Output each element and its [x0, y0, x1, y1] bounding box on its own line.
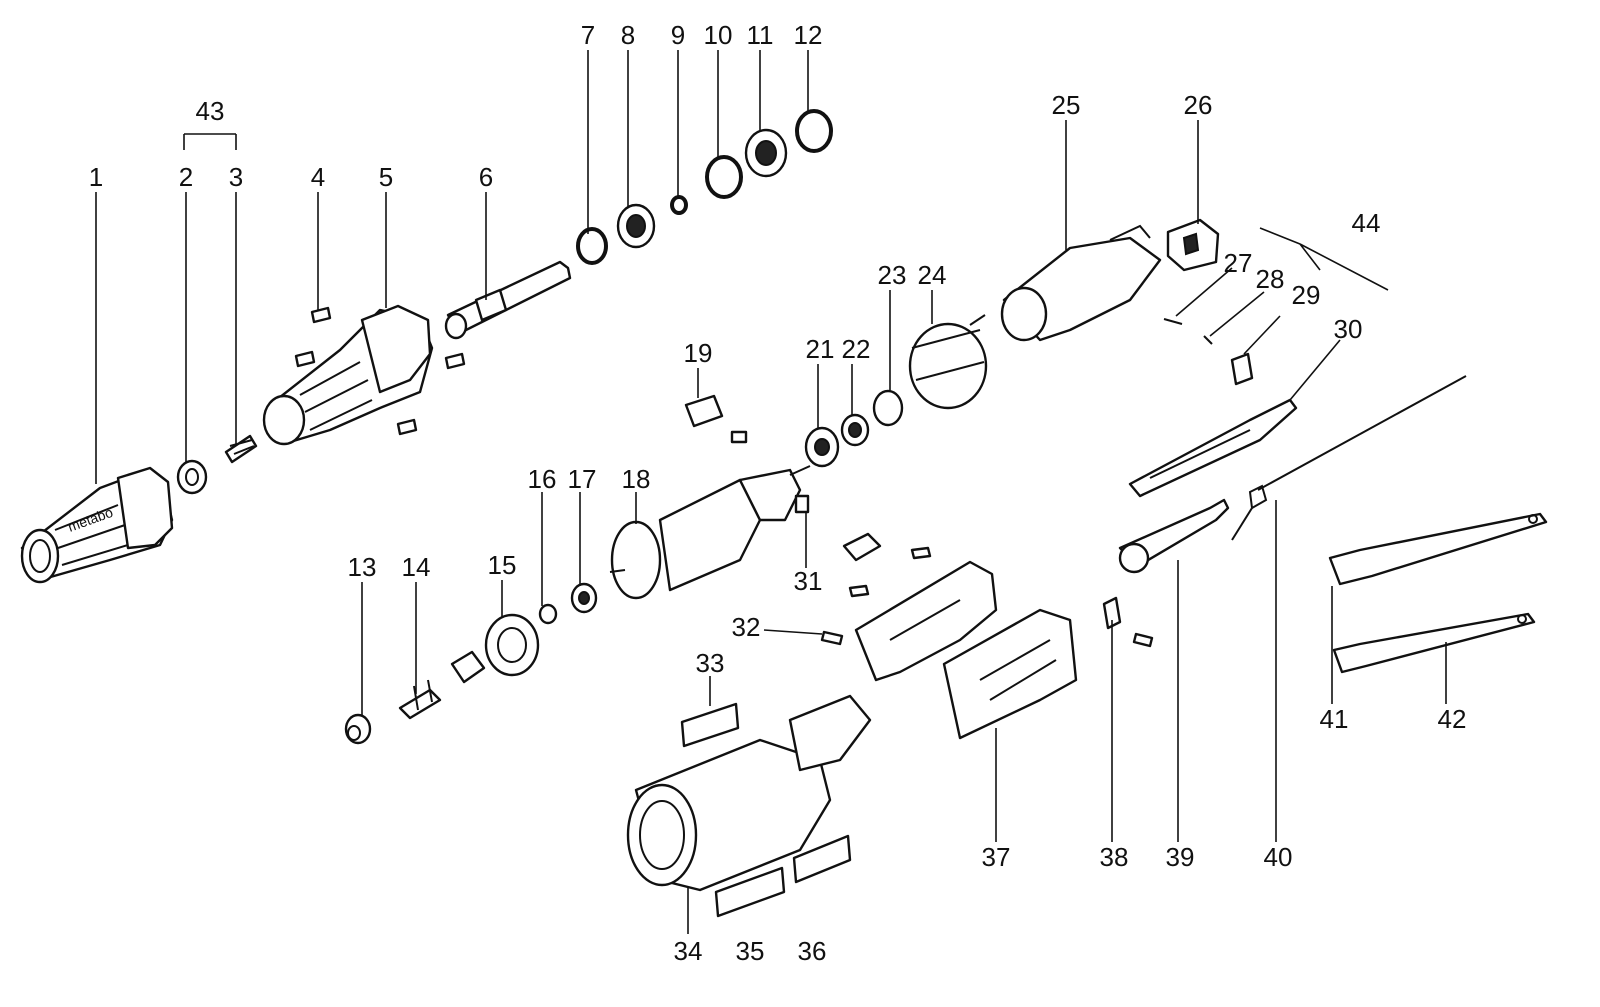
part-35-label: [714, 866, 786, 918]
part-housing-half-shell: [854, 560, 998, 682]
label-43: 43: [196, 96, 225, 126]
label-21: 21: [806, 334, 835, 364]
part-6-spindle: [444, 260, 572, 340]
part-21-bearing: [804, 426, 840, 468]
label-33: 33: [696, 648, 725, 678]
part-37-rear-housing: [942, 608, 1078, 740]
label-24: 24: [918, 260, 947, 290]
label-31: 31: [794, 566, 823, 596]
leader-lines: [95, 50, 1447, 934]
label-37: 37: [982, 842, 1011, 872]
part-brush-cap: [450, 650, 486, 684]
label-40: 40: [1264, 842, 1293, 872]
part-25-field-coil: [1000, 224, 1162, 342]
label-27: 27: [1224, 248, 1253, 278]
part-40-pin-wrench: [1231, 375, 1467, 541]
label-9: 9: [671, 20, 685, 50]
part-14-brush-holder: [398, 679, 442, 720]
label-14: 14: [402, 552, 431, 582]
label-42: 42: [1438, 704, 1467, 734]
label-13: 13: [348, 552, 377, 582]
part-4-screw: [310, 306, 332, 324]
part-42-wrench-small: [1332, 612, 1536, 674]
part-screw-5a: [294, 350, 316, 368]
part-24-fan-baffle: [908, 314, 988, 410]
part-30-switch-rod: [1128, 398, 1298, 498]
part-15-bearing-plate: [484, 613, 540, 677]
label-22: 22: [842, 334, 871, 364]
label-12: 12: [794, 20, 823, 50]
label-4: 4: [311, 162, 325, 192]
part-16-sleeve: [538, 603, 558, 625]
label-23: 23: [878, 260, 907, 290]
part-13-bushing: [344, 713, 372, 745]
label-16: 16: [528, 464, 557, 494]
part-27-pin: [1163, 318, 1183, 325]
label-44: 44: [1352, 208, 1381, 238]
part-8-bearing: [616, 203, 656, 249]
part-19-brush-holder: [684, 394, 724, 428]
part-39-handle: [1118, 498, 1230, 574]
part-23-ring: [872, 389, 904, 427]
label-36: 36: [798, 936, 827, 966]
part-31-screws: [842, 532, 932, 598]
part-26-switch: [1166, 218, 1220, 272]
label-29: 29: [1292, 280, 1321, 310]
part-screw-5c: [444, 352, 466, 370]
label-1: 1: [89, 162, 103, 192]
part-number-labels: 1 43 2 3 4 5 6 7 8 9 10 11 12 25 26 44 2…: [89, 20, 1467, 966]
part-29-lever: [1230, 352, 1254, 386]
part-brush-carbon-a: [730, 430, 748, 444]
label-38: 38: [1100, 842, 1129, 872]
part-11-bearing: [744, 128, 788, 178]
label-39: 39: [1166, 842, 1195, 872]
part-3-collet: [224, 434, 258, 464]
part-18-armature: [609, 465, 811, 600]
label-18: 18: [622, 464, 651, 494]
part-41-wrench-large: [1328, 512, 1548, 586]
label-26: 26: [1184, 90, 1213, 120]
label-15: 15: [488, 550, 517, 580]
part-1-nose-cap: metabo: [20, 466, 174, 584]
label-10: 10: [704, 20, 733, 50]
part-32-screw: [820, 630, 844, 646]
label-8: 8: [621, 20, 635, 50]
part-brush-carbon-b: [794, 494, 810, 514]
label-11: 11: [747, 20, 774, 50]
part-36-label: [792, 834, 852, 884]
label-34: 34: [674, 936, 703, 966]
part-5-spindle-housing: [262, 304, 434, 446]
label-35: 35: [736, 936, 765, 966]
part-38-screw: [1132, 632, 1154, 648]
label-3: 3: [229, 162, 243, 192]
part-9-small-ring: [670, 195, 688, 215]
label-5: 5: [379, 162, 393, 192]
part-34-motor-housing: [626, 694, 872, 892]
label-32: 32: [732, 612, 761, 642]
part-10-ring: [705, 155, 743, 199]
label-19: 19: [684, 338, 713, 368]
part-22-bearing: [840, 413, 870, 447]
label-2: 2: [179, 162, 193, 192]
part-2-nut: [176, 459, 208, 495]
part-33-label: [680, 702, 740, 748]
part-screw-5b: [396, 418, 418, 436]
label-30: 30: [1334, 314, 1363, 344]
label-41: 41: [1320, 704, 1349, 734]
label-28: 28: [1256, 264, 1285, 294]
part-12-ring: [795, 109, 833, 153]
part-17-bearing: [570, 582, 598, 614]
label-6: 6: [479, 162, 493, 192]
label-25: 25: [1052, 90, 1081, 120]
part-28-spring: [1203, 335, 1213, 345]
part-7-ring: [576, 227, 608, 265]
label-7: 7: [581, 20, 595, 50]
label-17: 17: [568, 464, 597, 494]
part-38-clip: [1102, 596, 1122, 630]
